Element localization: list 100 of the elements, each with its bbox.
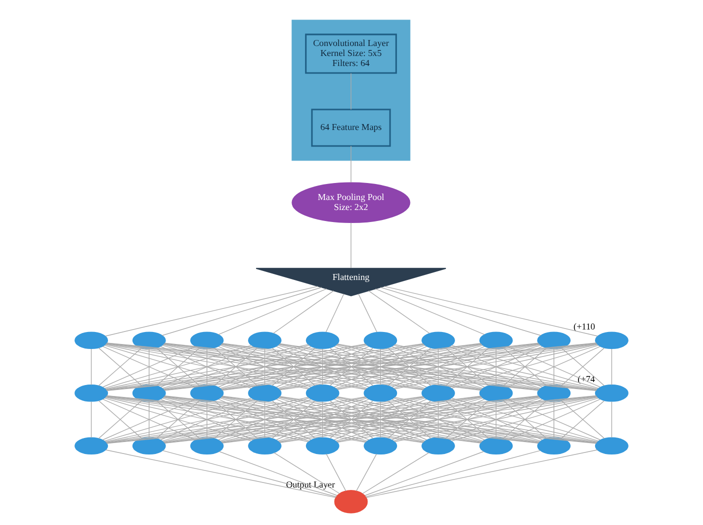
connector [451,344,599,389]
node-circle [190,332,224,350]
connector [105,344,309,390]
connector [507,346,601,388]
connector [148,348,150,386]
node-circle [537,332,571,350]
connector [368,290,430,334]
node-label: (+74 [578,374,596,384]
connector [278,398,426,442]
connector [278,344,426,389]
node-circle [422,332,455,350]
node-circle [594,437,628,455]
connector [611,401,612,438]
connector [350,222,352,268]
connector [322,401,323,438]
connector [105,396,309,442]
connector [438,348,439,386]
connector [507,398,601,440]
connector [106,396,424,444]
connector [365,450,541,498]
node-box: Convolutional Layer Kernel Size: 5x5 Filters: 64 [305,34,397,74]
connector [206,401,208,438]
node-circle [74,384,108,402]
node-label: (+110 [574,321,596,332]
connector [272,290,334,334]
connector [90,401,92,438]
connector [104,344,252,389]
connector [392,398,485,440]
connector [148,401,150,438]
connector [336,396,598,443]
connector [104,286,318,336]
connector [264,348,266,386]
connector [221,344,482,390]
connector [358,294,378,332]
connector [334,346,428,388]
node-circle [132,384,166,402]
connector [366,450,598,498]
connector [106,344,366,390]
connector [276,398,370,440]
connector [384,286,598,336]
node-circle [422,384,455,402]
node-circle [364,437,398,455]
node-circle [306,437,340,455]
connector [106,343,424,390]
connector [330,348,374,386]
node-circle [537,384,571,402]
connector [438,401,439,438]
cluster [292,20,410,161]
connector [362,452,430,494]
connector [503,348,547,386]
connector [102,346,196,388]
connector [380,401,381,438]
connector [220,344,424,390]
connector [394,396,598,442]
connector [274,452,340,494]
node-circle [334,490,368,514]
connector [322,348,323,386]
connector [280,343,597,390]
connector [160,398,254,440]
node-circle [364,384,398,402]
connector [218,451,338,496]
connector [278,344,482,390]
connector [330,400,374,439]
connector [375,288,485,335]
node-circle [248,437,282,455]
connector [326,294,344,332]
node-circle [537,437,571,455]
connector [278,396,482,442]
connector [102,398,196,440]
node-circle [306,384,340,402]
connector [611,348,612,386]
connector [336,344,598,390]
connector [364,451,484,496]
node-circle [248,332,282,350]
connector [356,454,377,492]
connector [280,396,597,444]
connector [449,398,543,440]
node-circle [422,437,455,455]
node-circle [594,332,628,350]
connector [206,348,208,386]
node-circle [594,384,628,402]
node-circle [74,437,108,455]
connector [106,396,366,443]
connector [221,396,482,443]
connector [218,288,327,335]
connector [350,146,352,183]
node-box: 64 Feature Maps [311,108,391,147]
connector [380,348,381,386]
connector [104,398,252,442]
connector [264,401,266,438]
node-ellipse: Max Pooling Pool Size: 2x2 [292,182,410,224]
connector [326,454,346,492]
connector [503,400,547,439]
connector [160,346,254,388]
connector [162,287,322,336]
node-label: Output Layer [286,480,335,490]
connector [334,398,428,440]
node-circle [479,384,513,402]
connector [451,398,599,442]
node-circle [132,332,166,350]
